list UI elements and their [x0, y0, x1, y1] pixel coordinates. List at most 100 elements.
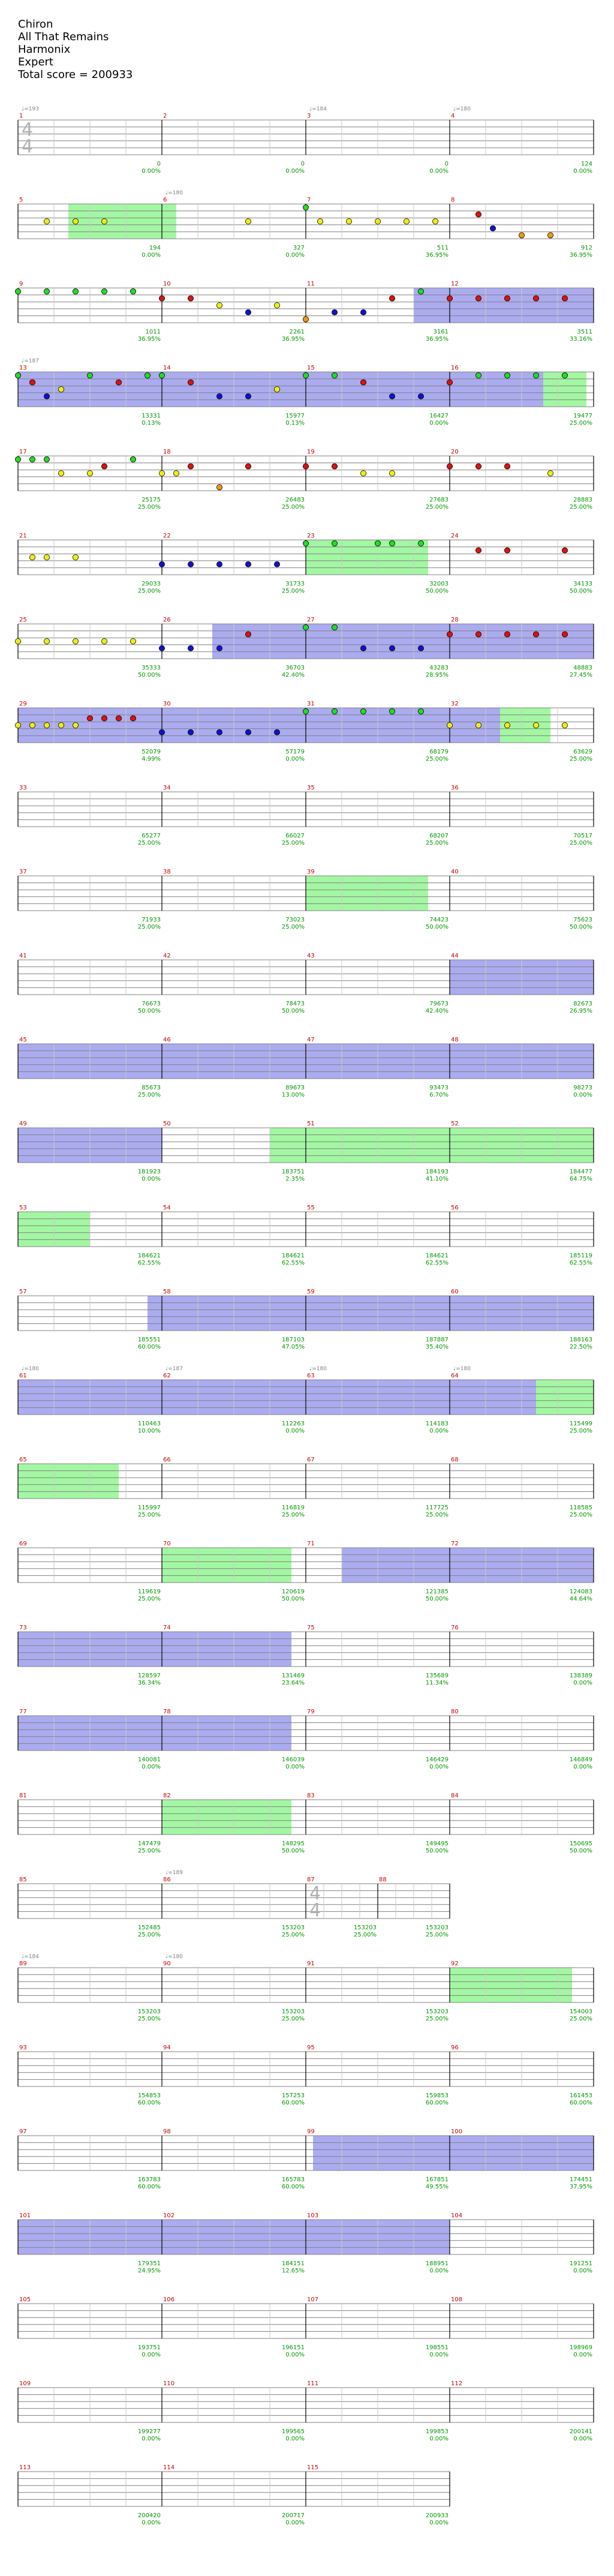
measure-score: 184151 [282, 2260, 305, 2267]
measure-score: 121385 [426, 1589, 449, 1595]
measure-percent: 62.55% [282, 1260, 305, 1266]
measure-percent: 25.00% [426, 840, 449, 846]
song-title: All That Remains [18, 31, 109, 43]
measure-number: 85 [19, 1877, 27, 1883]
note-gem [533, 372, 540, 379]
star-power-activation [212, 624, 594, 659]
star-power-phrase [536, 1380, 594, 1415]
measure-number: 56 [451, 1205, 459, 1211]
note-gem [475, 372, 482, 379]
measure-score: 187887 [426, 1337, 449, 1343]
measure-number: 26 [163, 617, 171, 623]
measure-number: 96 [451, 2044, 459, 2051]
measure-number: 35 [307, 785, 315, 791]
measure-percent: 25.00% [138, 1848, 161, 1854]
measure-score: 183751 [282, 1169, 305, 1175]
measure-score: 184621 [426, 1253, 449, 1259]
measure-score: 140081 [138, 1757, 161, 1763]
note-gem [504, 631, 511, 638]
note-gem [44, 554, 50, 561]
measure-score: 114183 [426, 1421, 449, 1427]
measure-score: 73023 [285, 917, 305, 923]
measure-number: 67 [307, 1457, 315, 1463]
note-gem [404, 218, 410, 224]
measure-score: 200933 [426, 2512, 449, 2519]
measure-percent: 60.00% [426, 2100, 449, 2106]
note-gem [317, 218, 324, 224]
measure-number: 52 [451, 1121, 459, 1127]
measure-percent: 11.34% [426, 1680, 449, 1686]
star-power-phrase [68, 204, 176, 239]
measure-number: 40 [451, 869, 459, 875]
measure-number: 30 [163, 701, 171, 707]
note-gem [360, 708, 367, 714]
measure-score: 68179 [429, 749, 449, 755]
measure-number: 32 [451, 701, 459, 707]
measure-number: 49 [19, 1121, 27, 1127]
note-gem [562, 631, 568, 638]
measure-percent: 36.95% [570, 252, 592, 259]
measure-number: 45 [19, 1037, 27, 1043]
star-power-activation [18, 708, 500, 743]
tempo-marker: ♩=180 [453, 106, 471, 112]
measure-percent: 25.00% [138, 588, 161, 595]
tempo-marker: ♩=184 [22, 1954, 39, 1960]
measure-percent: 24.95% [138, 2268, 161, 2274]
measure-score: 181923 [138, 1169, 161, 1175]
measure-number: 109 [19, 2380, 31, 2387]
measure-number: 75 [307, 1625, 315, 1631]
note-gem [302, 316, 309, 323]
measure-number: 29 [19, 701, 27, 707]
note-gem [332, 463, 338, 470]
note-gem [245, 631, 251, 638]
measure-number: 25 [19, 617, 27, 623]
measure-number: 111 [307, 2380, 318, 2387]
measure-percent: 25.00% [138, 924, 161, 930]
measure-number: 83 [307, 1793, 315, 1799]
difficulty-label: Expert [18, 56, 53, 68]
note-gem [73, 638, 79, 645]
note-gem [158, 295, 165, 302]
measure-score: 93473 [429, 1085, 449, 1091]
measure-number: 46 [163, 1037, 171, 1043]
measure-score: 194 [149, 245, 161, 251]
note-gem [475, 547, 482, 554]
chart-row [14, 371, 594, 407]
measure-score: 150695 [570, 1841, 592, 1847]
measure-number: 80 [451, 1709, 459, 1715]
chart-header: Chiron All That Remains Harmonix Expert … [18, 18, 378, 81]
chart-row [17, 2387, 594, 2423]
note-gem [44, 456, 50, 463]
measure-percent: 50.00% [282, 1008, 305, 1014]
measure-percent: 0.00% [285, 252, 305, 259]
star-power-activation [18, 1716, 291, 1751]
measure-percent: 62.55% [138, 1260, 161, 1266]
measure-number: 50 [163, 1121, 171, 1127]
measure-score: 153203 [354, 1925, 377, 1931]
measure-score: 912 [581, 245, 592, 251]
measure-score: 35333 [142, 665, 161, 671]
note-gem [115, 379, 122, 386]
chart-row [14, 455, 594, 491]
chart-row [17, 2051, 594, 2087]
measure-number: 72 [451, 1541, 459, 1547]
chart-row [17, 1043, 594, 1079]
note-gem [101, 218, 107, 224]
measure-score: 200717 [282, 2512, 305, 2519]
note-gem [504, 372, 511, 379]
note-gem [332, 624, 338, 631]
note-gem [302, 708, 309, 714]
measure-score: 0 [445, 161, 449, 167]
measure-number: 66 [163, 1457, 171, 1463]
measure-percent: 25.00% [282, 924, 305, 930]
tempo-marker: ♩=187 [22, 358, 39, 364]
note-gem [158, 372, 165, 379]
measure-percent: 42.40% [282, 672, 305, 678]
measure-number: 23 [307, 533, 315, 539]
note-gem [562, 722, 568, 729]
measure-score: 199565 [282, 2428, 305, 2435]
measure-number: 20 [451, 449, 459, 455]
measure-score: 28883 [573, 497, 592, 503]
measure-score: 19477 [573, 413, 592, 419]
note-gem [14, 722, 21, 729]
